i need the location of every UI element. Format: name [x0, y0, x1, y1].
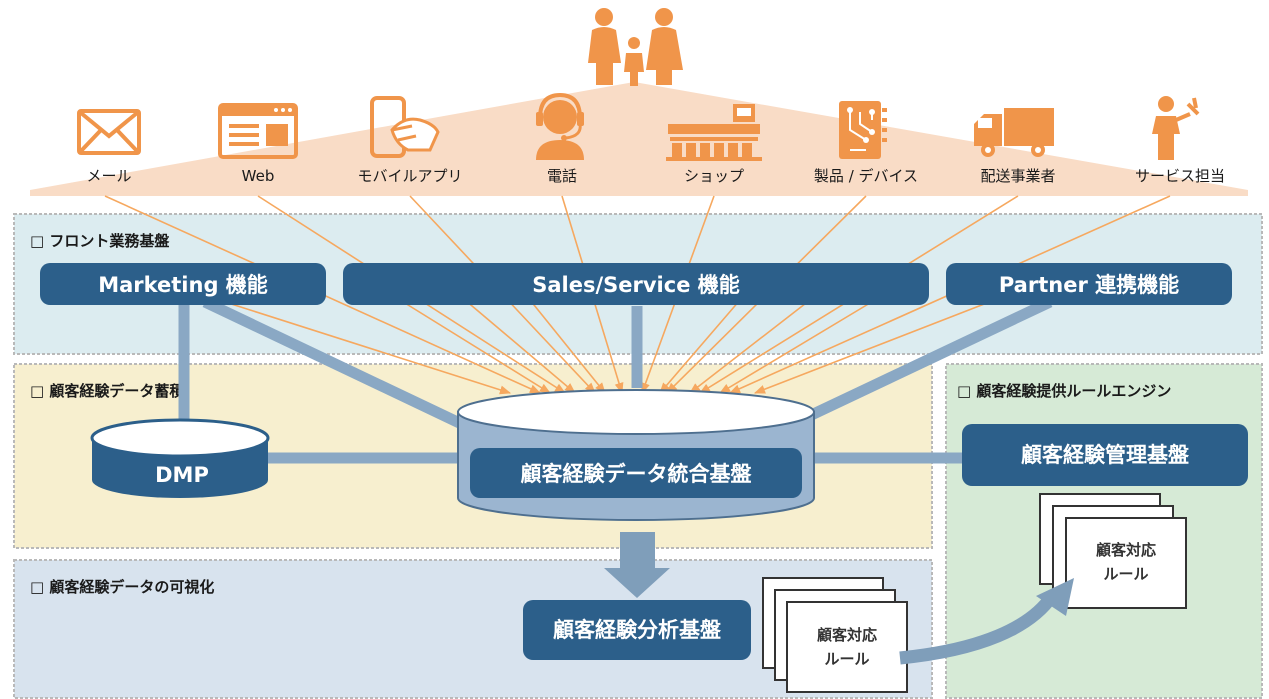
- dmp-label: DMP: [155, 463, 209, 487]
- partner-box: [946, 263, 1232, 305]
- channel-label-mobile-app: モバイルアプリ: [357, 167, 462, 185]
- rule-engine-zone-title: □ 顧客経験提供ルールエンジン: [957, 382, 1171, 400]
- channel-label-service: サービス担当: [1135, 167, 1225, 185]
- sales-service-label: Sales/Service 機能: [532, 273, 740, 297]
- marketing-label: Marketing 機能: [98, 273, 268, 297]
- management-box: [962, 424, 1248, 486]
- mail-icon: [77, 109, 141, 155]
- rule-document-stack-right: [1039, 493, 1187, 609]
- front-zone-title: □ フロント業務基盤: [30, 232, 170, 250]
- channel-label-phone: 電話: [547, 167, 577, 185]
- channel-label-delivery: 配送事業者: [980, 167, 1055, 185]
- dmp-database: [90, 418, 270, 498]
- rule-doc-right-line2: ルール: [1103, 565, 1148, 583]
- down-arrow: [604, 532, 670, 598]
- shop-icon: [666, 104, 762, 161]
- visualization-zone-title: □ 顧客経験データの可視化: [30, 578, 214, 596]
- web-browser-icon: [218, 103, 298, 159]
- analysis-box: [523, 600, 751, 660]
- channel-label-mail: メール: [86, 167, 131, 185]
- rule-doc-right-line1: 顧客対応: [1096, 541, 1156, 559]
- integration-label: 顧客経験データ統合基盤: [521, 462, 753, 486]
- channel-label-device: 製品 / デバイス: [814, 167, 918, 185]
- management-label: 顧客経験管理基盤: [1021, 443, 1190, 467]
- chip-device-icon: [839, 101, 887, 159]
- service-staff-icon: [1152, 96, 1200, 160]
- connectors: [178, 297, 1053, 464]
- rule-doc-left-line2: ルール: [824, 650, 869, 668]
- marketing-box: [40, 263, 326, 305]
- channel-label-shop: ショップ: [684, 167, 744, 185]
- channel-pyramid: [30, 82, 1248, 196]
- family-icon: [588, 8, 683, 86]
- integration-box: [470, 448, 802, 498]
- curved-arrowhead: [1036, 578, 1074, 616]
- channel-label-web: Web: [242, 167, 275, 185]
- rule-doc-left-line1: 顧客対応: [817, 626, 877, 644]
- mobile-app-icon: [370, 96, 440, 158]
- headset-operator-icon: [536, 92, 584, 160]
- rule-document-stack-left: [762, 577, 908, 693]
- curved-arrow: [899, 592, 1058, 665]
- analysis-label: 顧客経験分析基盤: [553, 618, 722, 642]
- sales-service-box: [343, 263, 929, 305]
- accumulation-zone-title: □ 顧客経験データ蓄積: [30, 382, 185, 400]
- delivery-truck-icon: [974, 108, 1054, 157]
- partner-label: Partner 連携機能: [999, 273, 1179, 297]
